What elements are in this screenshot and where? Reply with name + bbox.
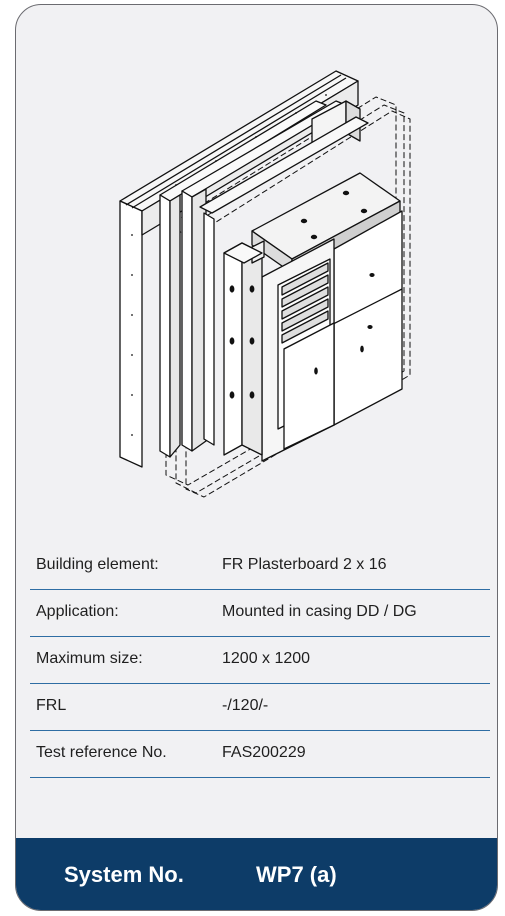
spec-label: Application: xyxy=(36,603,119,620)
system-card: Building element: FR Plasterboard 2 x 16… xyxy=(15,4,498,911)
spec-value: -/120/- xyxy=(222,697,269,714)
spec-row-building-element: Building element: FR Plasterboard 2 x 16 xyxy=(30,543,490,590)
spec-value: FAS200229 xyxy=(222,744,306,761)
spec-label: Building element: xyxy=(36,556,159,573)
system-number-value: WP7 (a) xyxy=(256,862,337,887)
spec-label: FRL xyxy=(36,697,67,714)
system-number-bar: System No. WP7 (a) xyxy=(16,838,497,910)
spec-row-application: Application: Mounted in casing DD / DG xyxy=(30,590,490,637)
spec-label: Maximum size: xyxy=(36,650,143,667)
system-number-label: System No. xyxy=(64,862,184,887)
spec-value: Mounted in casing DD / DG xyxy=(222,603,417,620)
spec-table: Building element: FR Plasterboard 2 x 16… xyxy=(30,543,490,778)
spec-row-frl: FRL -/120/- xyxy=(30,684,490,731)
spec-label: Test reference No. xyxy=(36,744,167,761)
wall-damper-drawing xyxy=(119,70,411,498)
spec-value: 1200 x 1200 xyxy=(222,650,311,667)
spec-row-test-reference: Test reference No. FAS200229 xyxy=(30,731,490,778)
spec-row-maximum-size: Maximum size: 1200 x 1200 xyxy=(30,637,490,684)
spec-value: FR Plasterboard 2 x 16 xyxy=(222,556,387,573)
